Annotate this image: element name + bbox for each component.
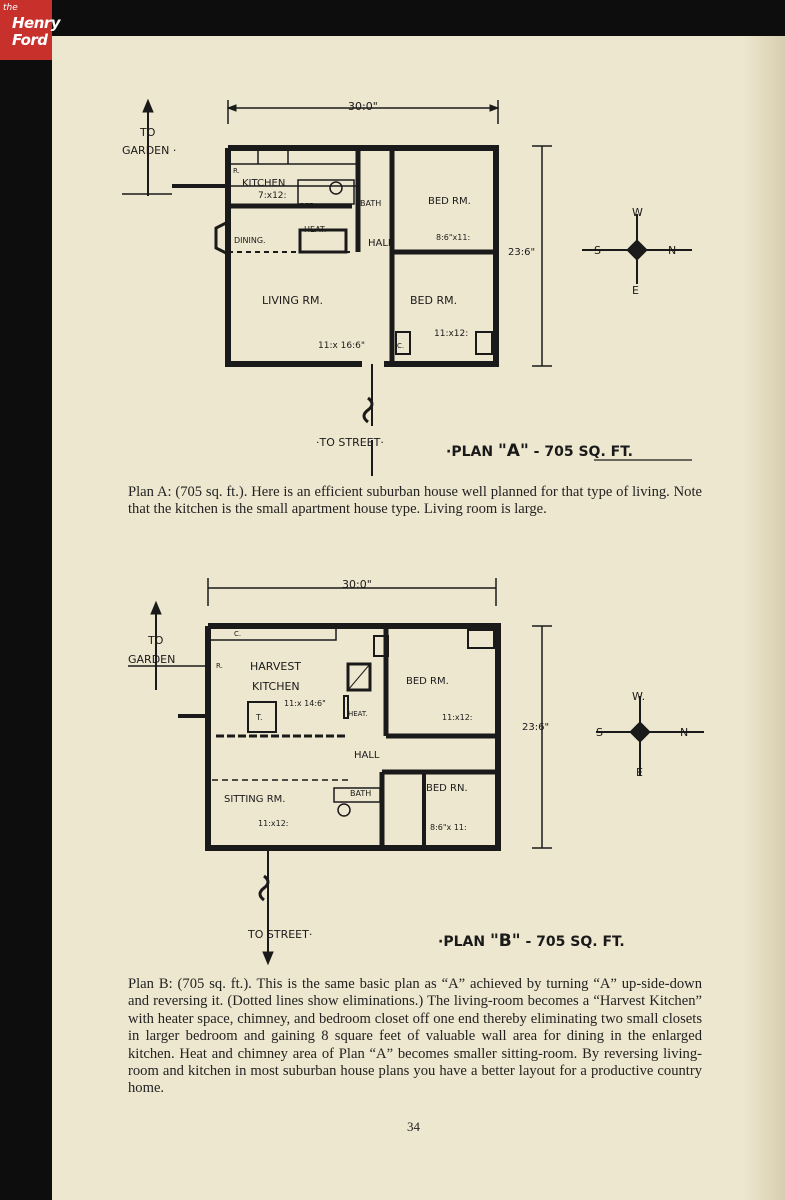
plan-a-bed2-label: BED RM. xyxy=(410,294,457,307)
plan-a-compass-s: S xyxy=(594,244,601,257)
plan-b-heading: ·PLAN "B" - 705 SQ. FT. xyxy=(438,931,625,951)
plan-b-garden-label: GARDEN xyxy=(128,653,175,666)
plan-b-closet-label: C. xyxy=(234,630,241,638)
plan-b-heat-label: HEAT. xyxy=(348,710,368,718)
floor-plans-drawing: 30:0" 23:6" TO GARDEN · KITCHEN 7:x12: R… xyxy=(122,98,704,966)
plan-b-hall-label: HALL xyxy=(354,750,380,761)
plan-b-compass-s: S xyxy=(596,726,603,739)
plan-a-drawing xyxy=(122,98,692,476)
plan-b-street-label: TO STREET· xyxy=(247,928,312,941)
plan-b-kitchen-label: KITCHEN xyxy=(252,680,300,693)
plan-b-bed2-label: BED RN. xyxy=(426,783,468,794)
henry-ford-logo: the Henry Ford xyxy=(0,0,61,60)
plan-b-width-dimension: 30:0" xyxy=(342,578,372,591)
plan-a-heat-label: HEAT. xyxy=(304,225,326,234)
plan-b-kitchen-dim: 11:x 14:6" xyxy=(284,699,326,708)
logo-ford: Ford xyxy=(12,31,48,49)
plan-b-bed1-label: BED RM. xyxy=(406,676,449,687)
plan-b-harvest-label: HARVEST xyxy=(250,660,301,673)
plan-a-compass-e: E xyxy=(632,284,639,297)
plan-a-range-label: R. xyxy=(233,167,240,175)
plan-b-caption: Plan B: (705 sq. ft.). This is the same … xyxy=(128,976,702,1097)
page-gutter-shadow xyxy=(743,36,785,1200)
plan-a-compass-w: W xyxy=(632,206,643,219)
plan-b-compass-w: W. xyxy=(632,690,645,703)
plan-a-street-label: ·TO STREET· xyxy=(316,436,384,449)
plan-a-living-label: LIVING RM. xyxy=(262,294,323,307)
plan-a-depth-dimension: 23:6" xyxy=(508,247,535,258)
plan-a-bed1-dim: 8:6"x11: xyxy=(436,233,470,242)
plan-b-compass-n: N xyxy=(680,726,688,739)
plan-a-closet-label: C. xyxy=(397,342,404,350)
plan-a-dining-label: DINING. xyxy=(234,236,266,245)
plan-a-caption: Plan A: (705 sq. ft.). Here is an effici… xyxy=(128,484,702,518)
plan-b-depth-dimension: 23:6" xyxy=(522,722,549,733)
plan-a-kitchen-dim: 7:x12: xyxy=(258,191,287,201)
page-number: 34 xyxy=(407,1119,420,1134)
plan-b-sitting-dim: 11:x12: xyxy=(258,819,288,828)
plan-a-hall-label: HALL xyxy=(368,238,394,249)
book-page: 30:0" 23:6" TO GARDEN · KITCHEN 7:x12: R… xyxy=(52,36,785,1200)
plan-b-drawing xyxy=(128,578,704,966)
plan-a-bed1-label: BED RM. xyxy=(428,196,471,207)
plan-a-bath-label: BATH xyxy=(360,199,381,208)
plan-b-compass-e: E xyxy=(636,766,643,779)
plan-b-bed1-dim: 11:x12: xyxy=(442,713,472,722)
plan-b-bed2-dim: 8:6"x 11: xyxy=(430,823,467,832)
plan-a-to-label: TO xyxy=(139,126,156,139)
plan-b-to-label: TO xyxy=(147,634,164,647)
plan-a-heading: ·PLAN "A" - 705 SQ. FT. xyxy=(446,441,633,461)
plan-a-kitchen-label: KITCHEN xyxy=(242,178,285,189)
logo-henry: Henry xyxy=(12,14,61,32)
plan-a-bed2-dim: 11:x12: xyxy=(434,329,468,339)
plan-b-bath-label: BATH xyxy=(350,789,371,798)
plan-a-living-dim: 11:x 16:6" xyxy=(318,341,365,351)
plan-a-garden-label: GARDEN · xyxy=(122,144,176,157)
plan-b-range-label: R. xyxy=(216,662,223,670)
plan-b-table-label: T. xyxy=(255,713,262,722)
plan-a-width-dimension: 30:0" xyxy=(348,100,378,113)
plan-b-sitting-label: SITTING RM. xyxy=(224,794,285,805)
plan-a-compass-n: N xyxy=(668,244,676,257)
logo-the: the xyxy=(3,3,18,13)
plan-a-ref-label: REF. xyxy=(300,202,314,210)
